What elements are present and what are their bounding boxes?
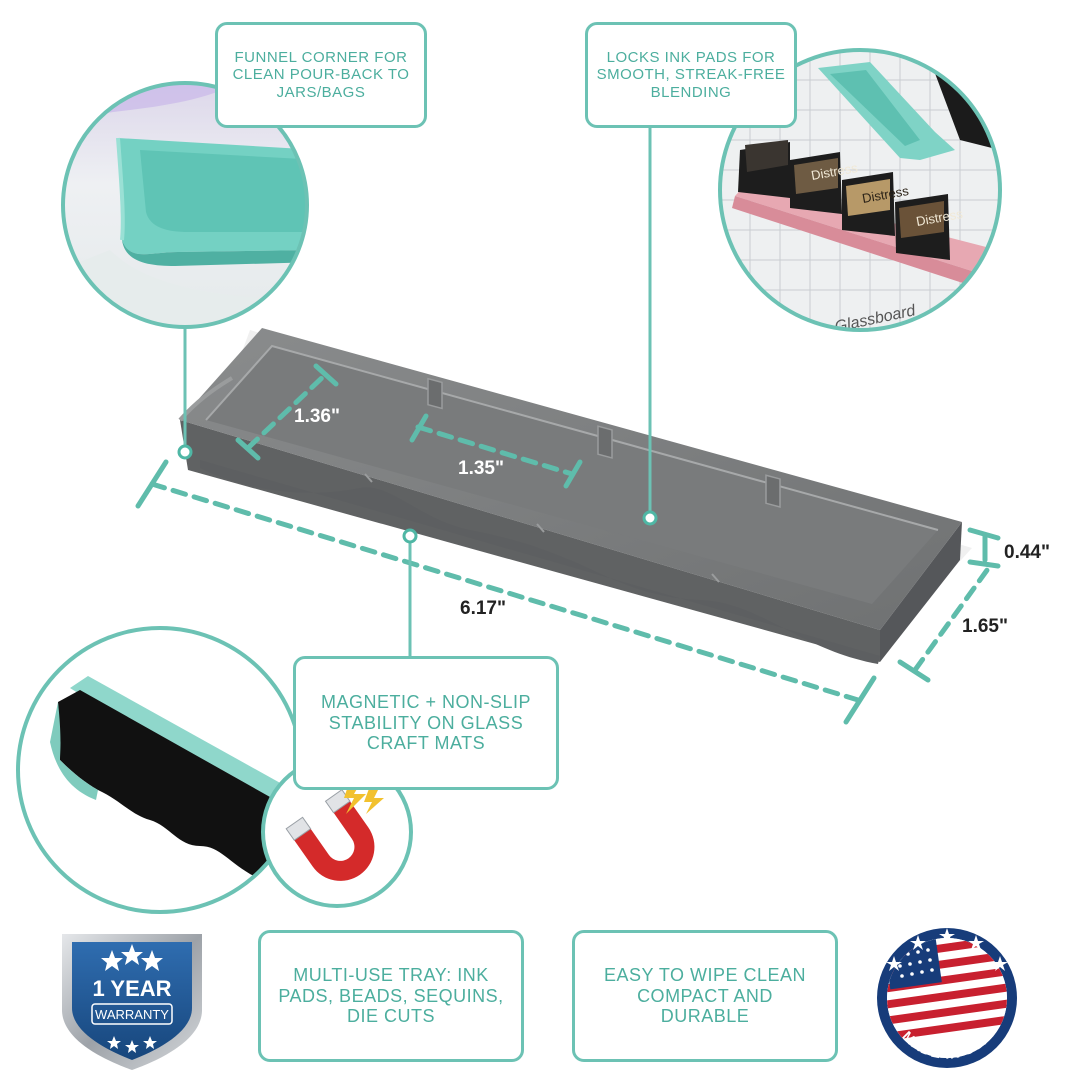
dimension-lines bbox=[135, 363, 1001, 725]
callout-magnetic-text: MAGNETIC + NON-SLIP STABILITY ON GLASS C… bbox=[320, 691, 532, 754]
dim-width: 1.65" bbox=[962, 616, 1008, 637]
callout-dots bbox=[177, 444, 658, 544]
warranty-shield-icon: 1 YEAR WARRANTY bbox=[62, 934, 202, 1070]
callout-locks-ink-pads: LOCKS INK PADS FOR SMOOTH, STREAK-FREE B… bbox=[585, 22, 797, 128]
magnet-icon-circle bbox=[261, 756, 413, 908]
callout-easy-clean: EASY TO WIPE CLEAN COMPACT AND DURABLE bbox=[572, 930, 838, 1062]
warranty-line2: WARRANTY bbox=[95, 1007, 169, 1022]
dim-length: 6.17" bbox=[460, 598, 506, 619]
callout-magnetic: MAGNETIC + NON-SLIP STABILITY ON GLASS C… bbox=[293, 656, 559, 790]
callout-easy-text: EASY TO WIPE CLEAN COMPACT AND DURABLE bbox=[603, 964, 807, 1027]
dim-compartment-depth: 1.36" bbox=[294, 406, 340, 427]
dim-height: 0.44" bbox=[1004, 542, 1050, 563]
dim-compartment-width: 1.35" bbox=[458, 458, 504, 479]
callout-locks-text: LOCKS INK PADS FOR SMOOTH, STREAK-FREE B… bbox=[596, 49, 786, 101]
warranty-line1: 1 YEAR bbox=[92, 976, 171, 1001]
magnet-strip-photo bbox=[16, 626, 304, 914]
callout-funnel-text: FUNNEL CORNER FOR CLEAN POUR-BACK TO JAR… bbox=[232, 49, 410, 101]
usa-flag-badge-icon: MADE IN USA bbox=[877, 928, 1017, 1068]
callout-funnel-corner: FUNNEL CORNER FOR CLEAN POUR-BACK TO JAR… bbox=[215, 22, 427, 128]
magnet-icon bbox=[285, 789, 375, 881]
callout-multi-use: MULTI-USE TRAY: INK PADS, BEADS, SEQUINS… bbox=[258, 930, 524, 1062]
callout-multiuse-text: MULTI-USE TRAY: INK PADS, BEADS, SEQUINS… bbox=[278, 964, 504, 1027]
